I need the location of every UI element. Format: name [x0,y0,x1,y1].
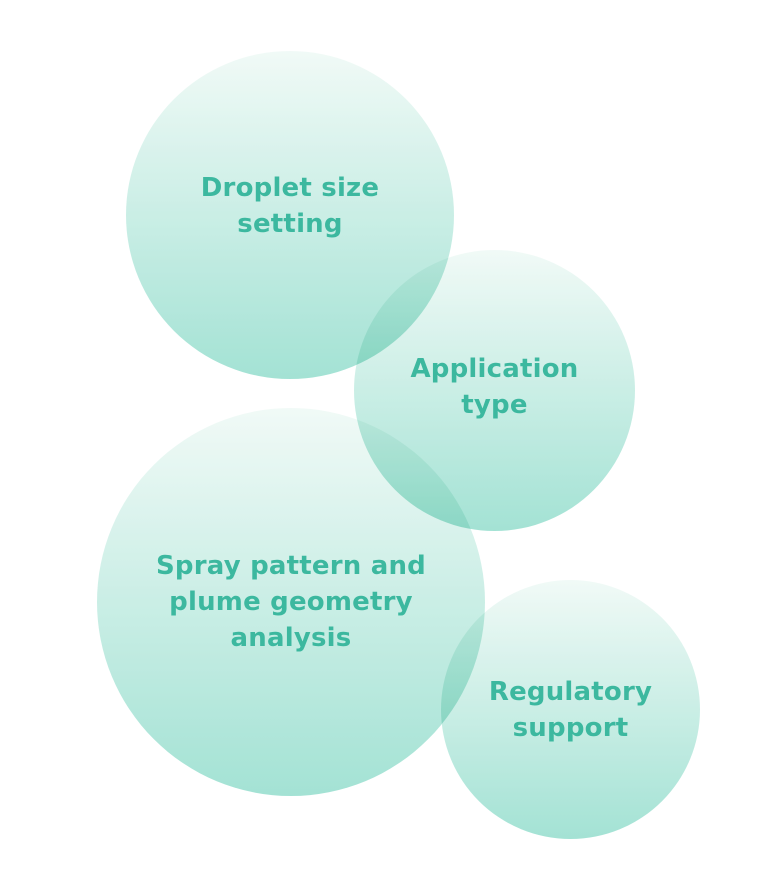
bubble-label: Droplet size setting [200,173,380,239]
bubble-regulatory-support: Regulatory support [441,580,700,839]
bubble-spray-pattern-analysis: Spray pattern and plume geometry analysi… [97,408,485,796]
bubble-label: Spray pattern and plume geometry analysi… [155,551,426,653]
bubble-label: Regulatory support [488,676,653,743]
bubble-droplet-size-setting: Droplet size setting [126,51,454,379]
bubble-label: Application type [410,353,579,420]
